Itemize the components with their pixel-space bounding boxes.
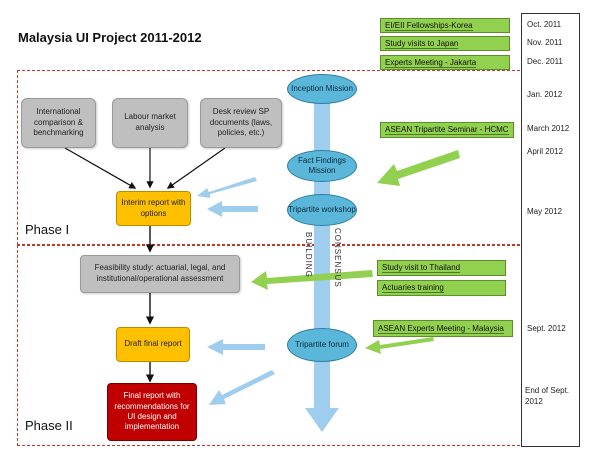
tripartite-workshop-node: Tripartite workshop: [287, 194, 357, 226]
event-asean-tripartite-seminar: ASEAN Tripartite Seminar - HCMC: [380, 122, 514, 138]
arrow-desk-to-interim: [166, 147, 226, 189]
phase-2-label: Phase II: [25, 418, 73, 433]
draft-final-report-box: Draft final report: [116, 327, 190, 362]
date-oct-2011: Oct. 2011: [527, 20, 562, 29]
input-desk-review: Desk review SP documents (laws, policies…: [200, 98, 282, 148]
green-arrow-malaysia: [365, 337, 434, 354]
date-may-2012: May 2012: [527, 207, 563, 216]
event-experts-meeting-jakarta: Experts Meeting - Jakarta: [380, 55, 510, 70]
date-apr-2012: April 2012: [527, 147, 564, 156]
event-fellowships-korea: EI/EII Fellowships-Korea: [380, 18, 510, 33]
event-asean-experts-meeting-malaysia: ASEAN Experts Meeting - Malaysia: [373, 320, 513, 337]
date-dec-2011: Dec. 2011: [527, 57, 563, 66]
event-study-visits-japan: Study visits to Japan: [380, 36, 510, 51]
final-report-box: Final report with recommendations for UI…: [107, 383, 197, 441]
timeline-column: [521, 13, 580, 447]
date-end-sep-2012: End of Sept. 2012: [525, 386, 570, 406]
inception-mission-node: Inception Mission: [287, 74, 357, 104]
tripartite-forum-node: Tripartite forum: [287, 328, 357, 362]
blue-arrow-workshop-to-interim: [207, 201, 258, 217]
green-arrow-seminar: [377, 150, 460, 186]
date-jan-2012: Jan. 2012: [527, 90, 563, 99]
input-labour-market-analysis: Labour market analysis: [112, 98, 188, 148]
date-mar-2012: March 2012: [527, 124, 570, 133]
arrow-international-to-interim: [64, 147, 137, 189]
phase-1-label: Phase I: [25, 222, 70, 237]
input-international-comparison: International comparison & benchmarking: [21, 98, 96, 148]
blue-arrow-fact-to-interim: [197, 177, 257, 198]
date-nov-2011: Nov. 2011: [527, 38, 563, 47]
fact-findings-mission-node: Fact Findings Mission: [287, 150, 357, 182]
event-actuaries-training: Actuaries training: [377, 280, 506, 296]
feasibility-study-box: Feasibility study: actuarial, legal, and…: [80, 255, 240, 293]
event-study-visit-thailand: Study visit to Thailand: [377, 260, 506, 276]
blue-arrow-forum-to-draft: [207, 339, 265, 355]
blue-arrow-forum-to-final: [209, 370, 275, 405]
consensus-label: CONSENSUS: [333, 228, 342, 288]
page-title: Malaysia UI Project 2011-2012: [18, 30, 202, 45]
date-sep-2012: Sept. 2012: [527, 324, 566, 333]
interim-report-box: Interim report with options: [116, 191, 191, 226]
building-label: BUILDING: [304, 232, 313, 278]
green-arrow-thailand: [251, 270, 373, 290]
